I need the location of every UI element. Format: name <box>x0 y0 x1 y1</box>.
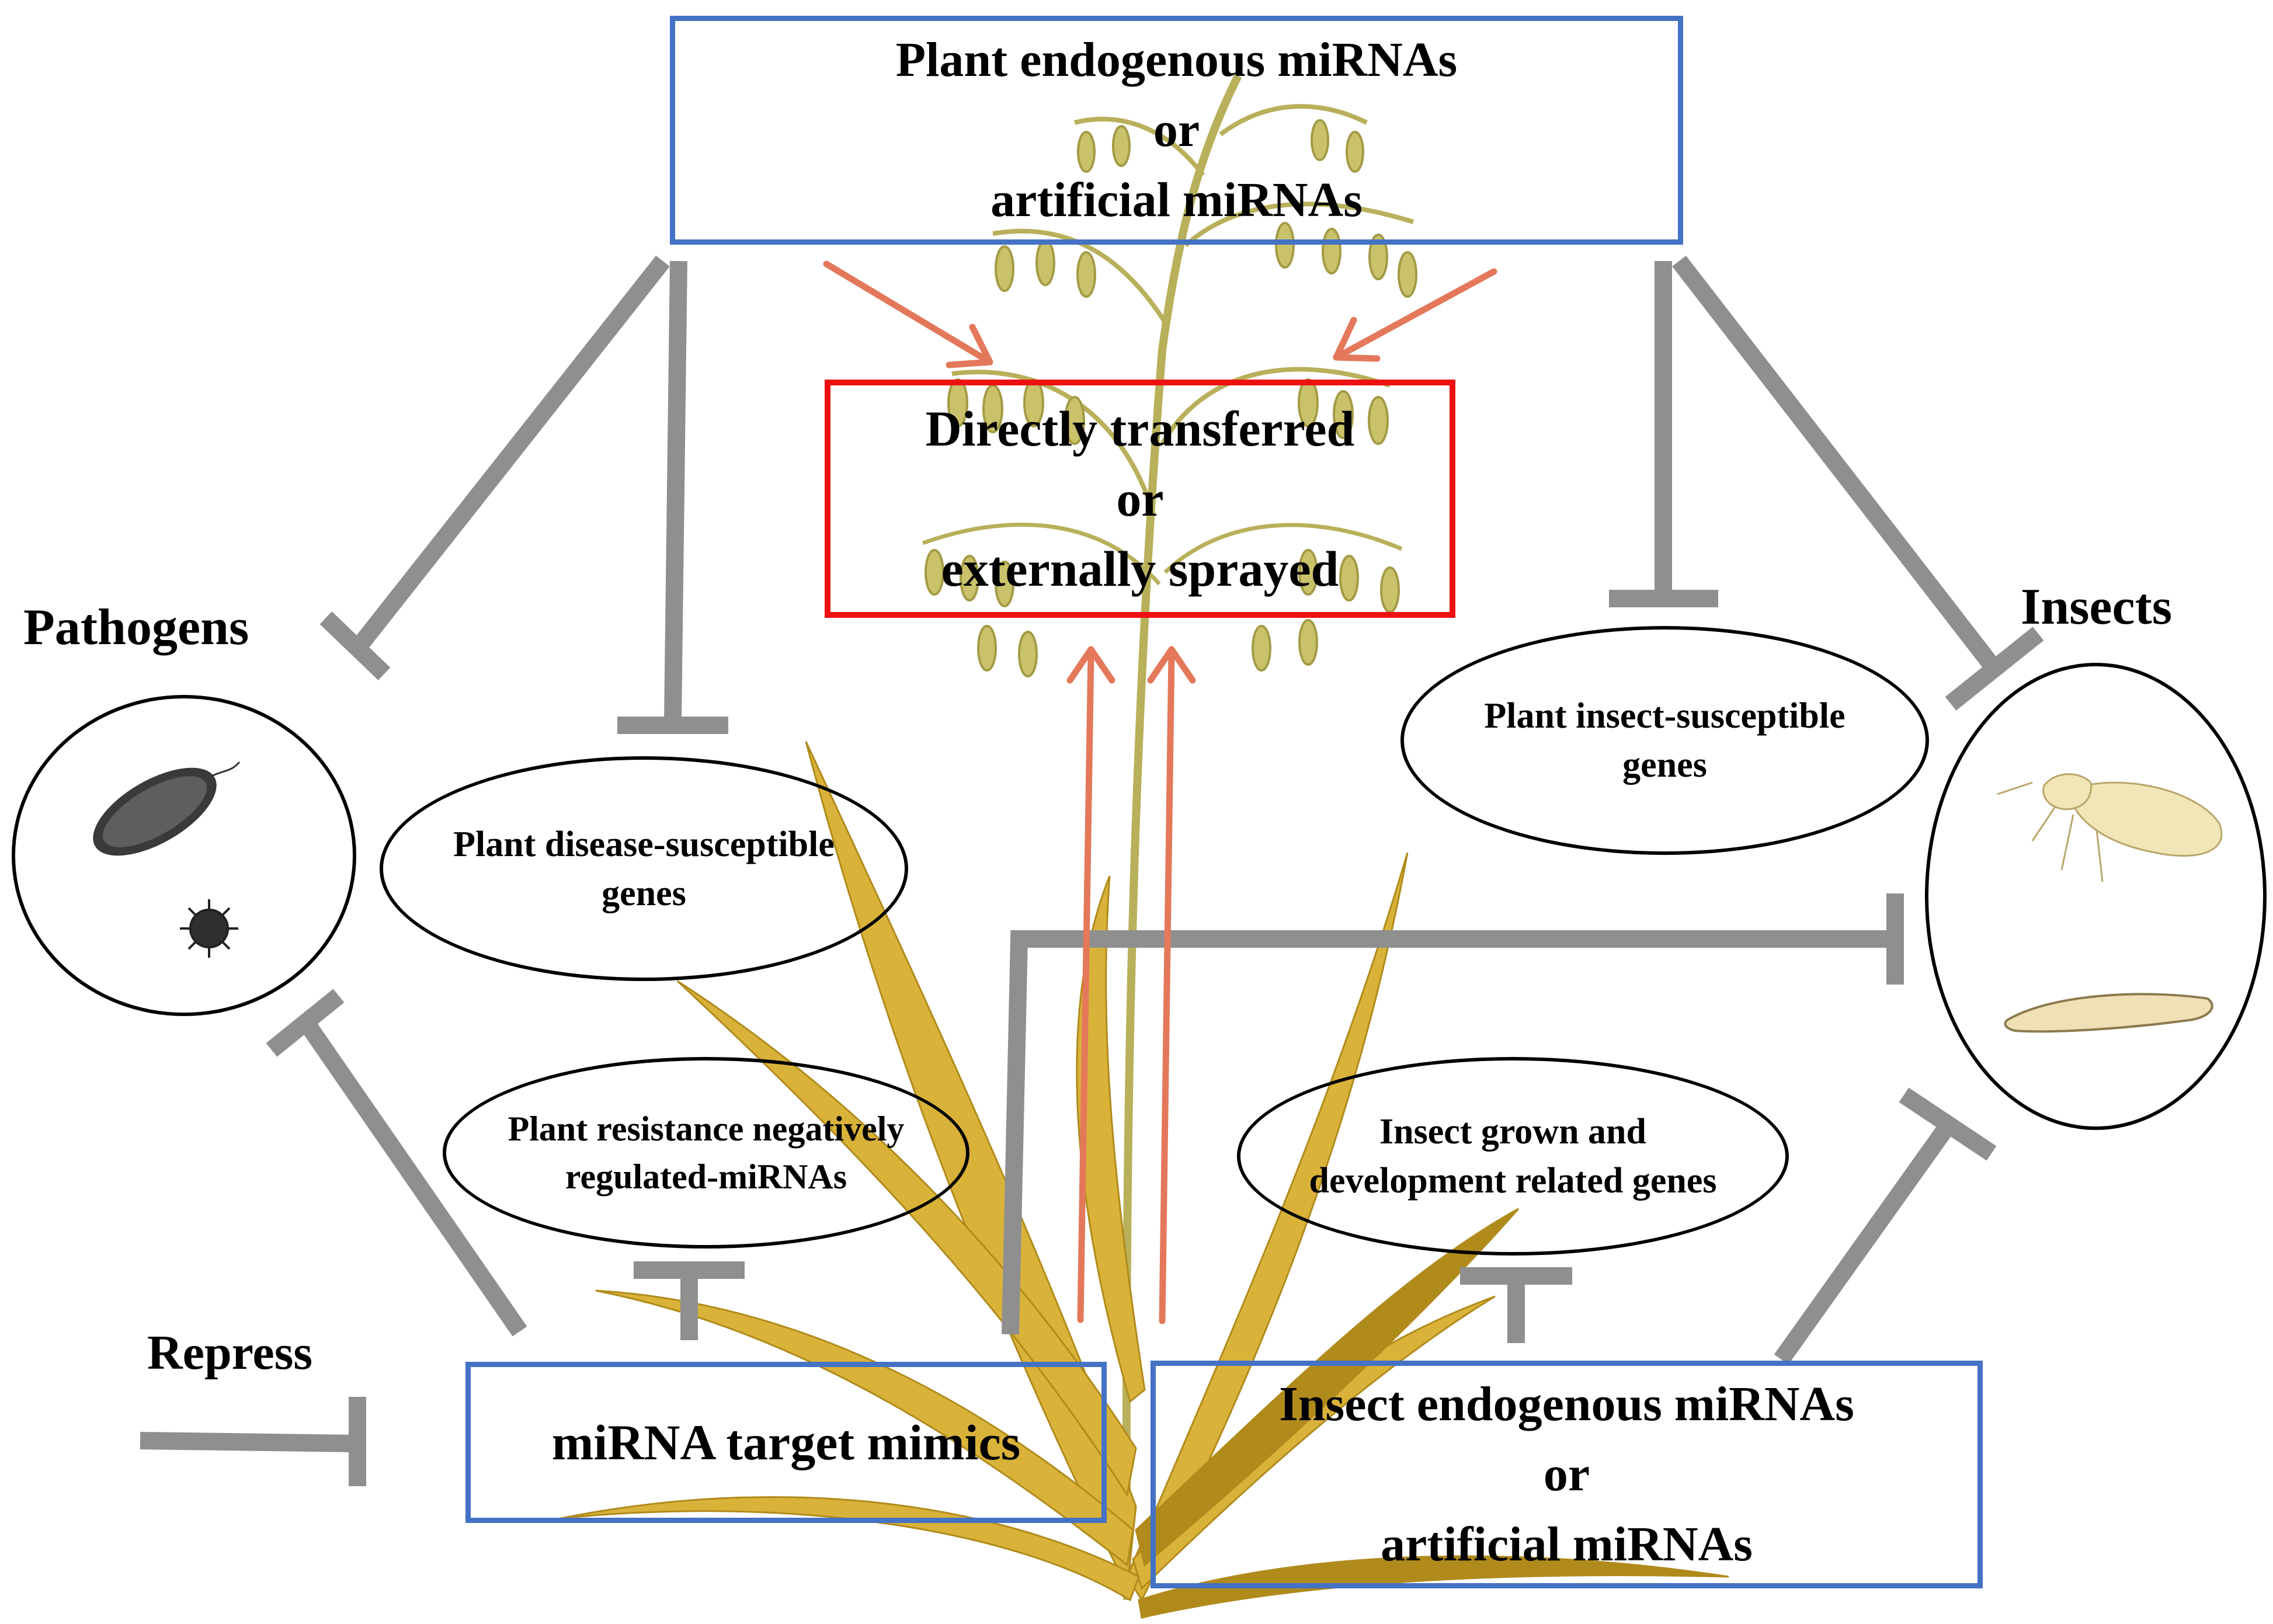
top-mirna-box: Plant endogenous miRNAs or artificial mi… <box>670 16 1683 245</box>
inhibition-insect-box-to-growth-genes <box>1460 1267 1572 1343</box>
arrow-insect-box-up-to-center <box>1147 646 1196 1324</box>
disease-genes-line-1: Plant disease-susceptible <box>453 824 835 864</box>
disease-genes-line-2: genes <box>602 873 686 913</box>
inhibition-insect-box-to-insects <box>1774 1087 1997 1365</box>
target-mimics-box: miRNA target mimics <box>465 1362 1107 1523</box>
panicle-illustration <box>922 74 1417 1601</box>
inhibition-top-to-insect-genes <box>1609 261 1718 607</box>
plant-illustration <box>560 74 1729 1619</box>
inhibition-mimics-to-pathogens <box>266 989 527 1337</box>
inhibition-top-to-insects <box>1672 255 2044 711</box>
growth-genes-line-2: development related genes <box>1309 1161 1717 1201</box>
insect-genes-oval: Plant insect-susceptible genes <box>1400 626 1929 855</box>
top-box-line-2: or <box>1153 103 1200 157</box>
insect-mirna-box: Insect endogenous miRNAs or artificial m… <box>1151 1361 1983 1588</box>
insect-box-line-3: artificial miRNAs <box>1381 1517 1753 1571</box>
pathogens-label: Pathogens <box>23 599 249 656</box>
transfer-arrows <box>823 260 1497 1324</box>
arrow-mimics-up-to-center <box>1066 646 1115 1323</box>
top-box-line-3: artificial miRNAs <box>990 173 1363 227</box>
insect-box-line-1: Insect endogenous miRNAs <box>1279 1377 1854 1431</box>
insect-genes-line-1: Plant insect-susceptible <box>1484 696 1845 736</box>
inhibition-mimics-to-resistance-mirnas <box>634 1261 745 1340</box>
legend-repress-symbol <box>140 1397 366 1486</box>
resistance-mirnas-oval: Plant resistance negatively regulated-mi… <box>443 1057 969 1249</box>
arrow-top-right-to-center <box>1333 268 1497 362</box>
resistance-mirnas-line-2: regulated-miRNAs <box>565 1157 847 1196</box>
inhibition-top-to-disease-genes <box>617 260 728 734</box>
growth-genes-oval: Insect grown and development related gen… <box>1237 1057 1789 1256</box>
growth-genes-line-1: Insect grown and <box>1379 1112 1647 1152</box>
insect-box-line-2: or <box>1543 1447 1590 1501</box>
leaves-illustration <box>560 741 1729 1619</box>
insect-genes-line-2: genes <box>1622 745 1707 785</box>
inhibition-connectors <box>140 255 2044 1486</box>
center-box-line-2: or <box>1116 471 1164 527</box>
legend-repress-label: Repress <box>147 1326 313 1380</box>
pathogens-circle <box>12 695 356 1016</box>
top-box-line-1: Plant endogenous miRNAs <box>895 33 1458 87</box>
disease-genes-oval: Plant disease-susceptible genes <box>380 756 908 981</box>
target-mimics-label: miRNA target mimics <box>551 1414 1021 1470</box>
insects-label: Insects <box>2021 579 2173 635</box>
insects-circle <box>1925 663 2267 1130</box>
center-box-line-3: externally sprayed <box>941 541 1339 597</box>
resistance-mirnas-line-1: Plant resistance negatively <box>508 1110 905 1148</box>
arrow-top-left-to-center <box>823 260 993 368</box>
inhibition-mimics-to-insects <box>1002 893 1904 1335</box>
center-box-line-1: Directly transferred <box>925 401 1355 457</box>
transfer-method-box: Directly transferred or externally spray… <box>825 380 1455 618</box>
inhibition-top-to-pathogens <box>319 255 670 680</box>
